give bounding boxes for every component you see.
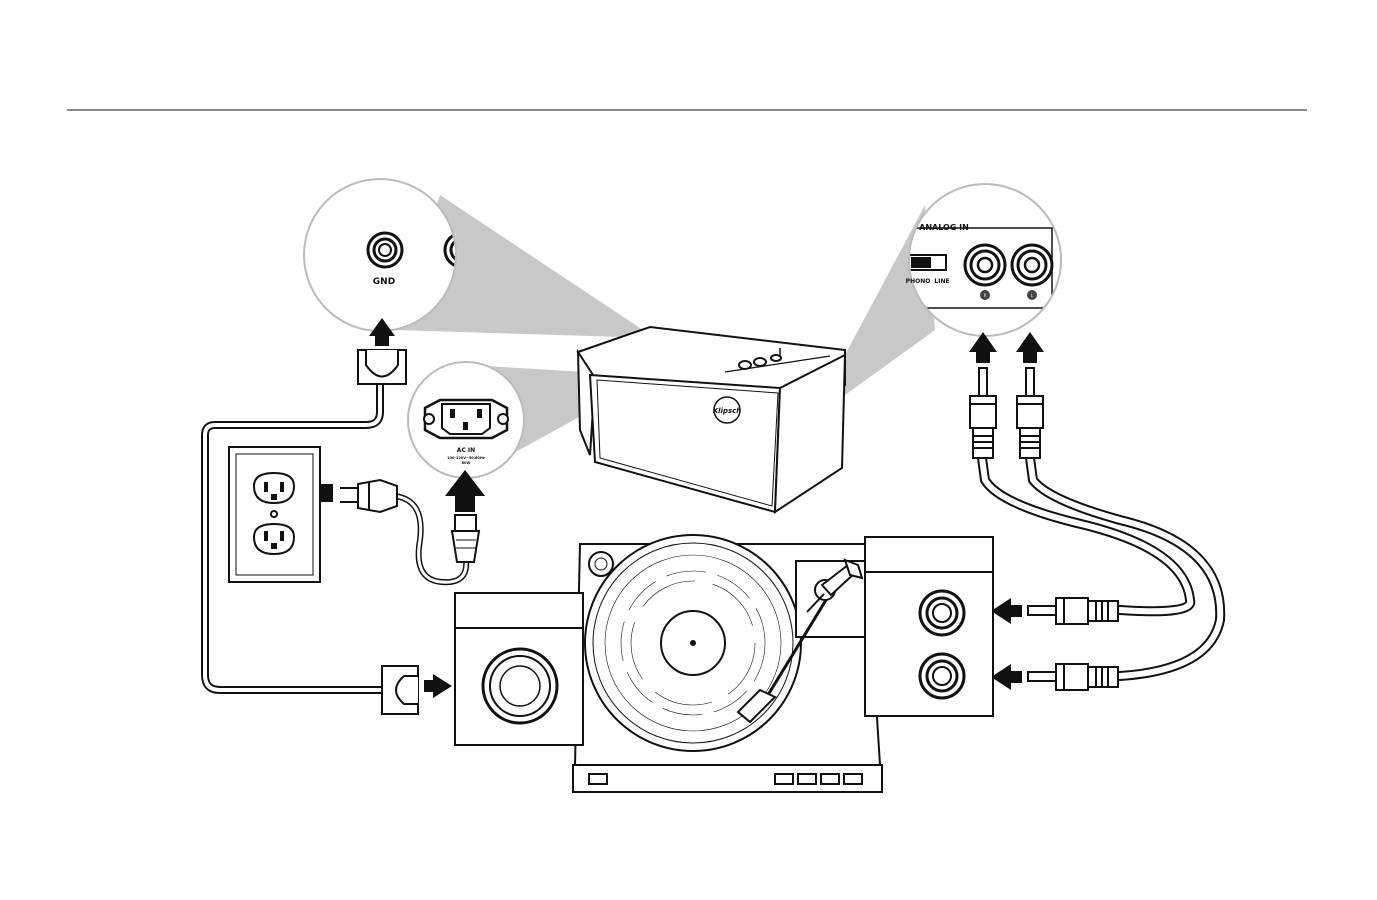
- arrow-up-analog-r-icon: [969, 332, 997, 363]
- speaker: Klipsch: [578, 327, 845, 512]
- power-plug: [340, 480, 397, 512]
- rca-cables: [982, 458, 1220, 676]
- analog-in-label: ANALOG IN: [919, 223, 969, 232]
- ground-spade-top: [358, 350, 406, 384]
- turntable-ground-detail: [455, 593, 583, 745]
- acin-callout: AC IN 100-120V~50/60Hz 80W: [408, 362, 524, 478]
- rca-plug-horizontal-l: [1028, 664, 1118, 690]
- ac-spec-label: 100-120V~50/60Hz: [447, 456, 485, 460]
- ground-spade-bottom: [382, 666, 418, 714]
- turntable: [573, 535, 882, 792]
- rca-plug-vertical-l: [1017, 368, 1043, 458]
- svg-text:Klipsch: Klipsch: [713, 407, 742, 415]
- ac-in-label: AC IN: [457, 447, 475, 454]
- ac-watt-label: 80W: [462, 461, 471, 465]
- arrow-up-analog-l-icon: [1016, 332, 1044, 363]
- iec-connector: [452, 515, 479, 562]
- arrow-right-gnd-icon: [424, 674, 452, 698]
- phono-label: PHONO: [906, 278, 931, 285]
- wall-outlet: [229, 447, 320, 582]
- rca-plug-horizontal-r: [1028, 598, 1118, 624]
- rca-plug-vertical-r: [970, 368, 996, 458]
- arrow-left-rca-l-icon: [991, 664, 1022, 690]
- line-label: LINE: [934, 278, 949, 285]
- jack-r-label: R: [984, 293, 987, 298]
- gnd-label: GND: [373, 277, 395, 287]
- turntable-rca-detail: [865, 537, 993, 716]
- arrow-left-rca-r-icon: [991, 598, 1022, 624]
